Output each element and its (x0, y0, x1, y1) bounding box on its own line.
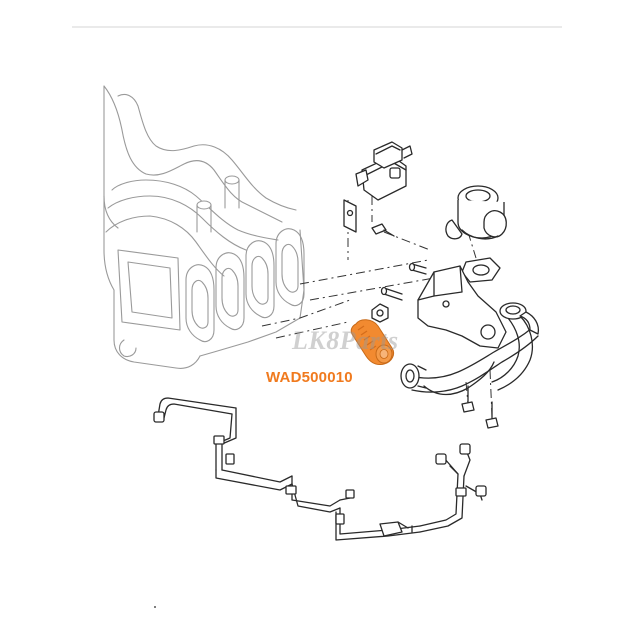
intake-manifold-ghost (103, 85, 305, 369)
small-screw (371, 223, 395, 237)
air-control-valve (445, 185, 507, 240)
stray-dot (154, 606, 156, 608)
mounting-studs (380, 262, 427, 301)
vacuum-solenoid-valve (355, 141, 413, 201)
mounting-bracket (417, 265, 507, 349)
air-injection-pipe (400, 302, 540, 396)
highlighted-part-wad500010 (350, 319, 395, 365)
part-number-callout: WAD500010 (266, 369, 353, 386)
small-bracket (343, 199, 357, 233)
bracket-bolts (461, 385, 499, 429)
hex-nut (371, 303, 389, 323)
valve-gasket (461, 257, 501, 283)
vacuum-hose-assembly (153, 397, 487, 541)
watermark-text: LK8Parts (292, 326, 399, 355)
